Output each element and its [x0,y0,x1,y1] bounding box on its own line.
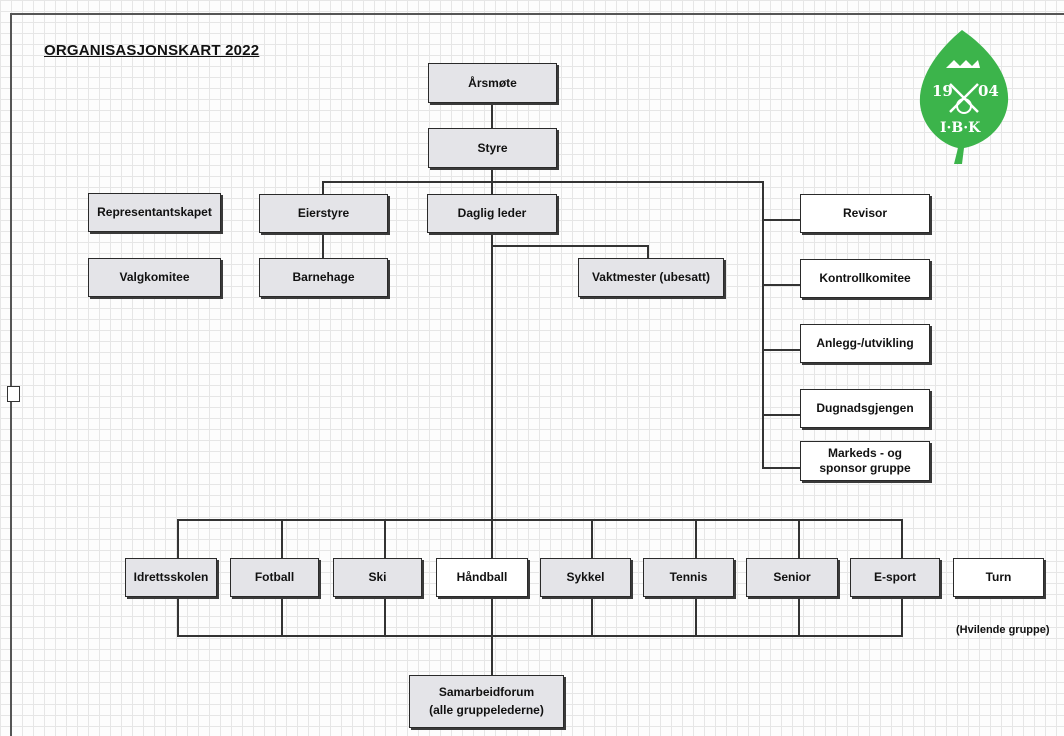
connector [762,414,800,416]
node-markeds-sponsor[interactable]: Markeds - og sponsor gruppe [800,441,930,481]
node-revisor[interactable]: Revisor [800,194,930,233]
node-kontrollkomitee[interactable]: Kontrollkomitee [800,259,930,298]
connector [647,245,649,258]
node-label-line2: sponsor gruppe [819,461,911,475]
group-label: Fotball [254,570,295,584]
group-e-sport[interactable]: E-sport [850,558,940,597]
logo-year-left: 19 [932,82,953,100]
connector [177,635,903,637]
group-label: Ski [368,570,387,584]
node-label: Barnehage [292,270,355,284]
node-valgkomitee[interactable]: Valgkomitee [88,258,221,297]
node-label: Styre [477,140,508,155]
group-label: E-sport [874,570,916,584]
node-representantskapet[interactable]: Representantskapet [88,193,221,232]
node-arsmote[interactable]: Årsmøte [428,63,557,103]
connector [762,349,800,351]
group-label: Sykkel [566,570,605,584]
connector [491,103,493,129]
group-fotball[interactable]: Fotball [230,558,319,597]
group-label: Tennis [669,570,708,584]
page-title: ORGANISASJONSKART 2022 [44,42,260,59]
logo-year-right: 04 [978,82,999,100]
connector [322,181,324,194]
group-turn[interactable]: Turn [953,558,1044,597]
group-idrettsskolen[interactable]: Idrettsskolen [125,558,217,597]
connector [762,467,800,469]
connector [322,181,764,183]
resize-handle[interactable] [7,386,20,402]
node-anlegg-utvikling[interactable]: Anlegg-/utvikling [800,324,930,363]
node-label: Årsmøte [468,75,517,90]
connector [322,232,324,258]
node-vaktmester[interactable]: Vaktmester (ubesatt) [578,258,724,297]
page-border-left [10,13,12,736]
node-label: Anlegg-/utvikling [816,336,914,350]
group-sykkel[interactable]: Sykkel [540,558,631,597]
node-styre[interactable]: Styre [428,128,557,168]
node-label: Revisor [842,206,888,220]
node-label: Kontrollkomitee [819,271,911,285]
node-barnehage[interactable]: Barnehage [259,258,388,297]
node-eierstyre[interactable]: Eierstyre [259,194,388,233]
turn-dormant-note: (Hvilende gruppe) [956,624,1050,636]
club-logo-leaf-icon: 19 04 I·B·K [919,30,1009,164]
group-label: Håndball [456,570,508,584]
group-label: Turn [985,570,1012,584]
node-label: Daglig leder [457,206,527,220]
group-label: Senior [773,570,811,584]
node-label-line2: (alle gruppelederne) [429,703,544,717]
connector [491,233,493,675]
node-daglig-leder[interactable]: Daglig leder [427,194,557,233]
group-tennis[interactable]: Tennis [643,558,734,597]
logo-initials: I·B·K [940,120,981,136]
connector [762,181,764,469]
node-label: Vaktmester (ubesatt) [591,270,711,284]
node-label: Valgkomitee [119,270,190,284]
node-label-line1: Markeds - og [827,446,902,460]
connector [177,519,903,521]
node-label-line1: Samarbeidforum [438,685,535,699]
node-label: Eierstyre [297,206,350,220]
node-samarbeidforum[interactable]: Samarbeidforum (alle gruppelederne) [409,675,564,728]
connector [491,245,649,247]
group-label: Idrettsskolen [133,570,209,584]
node-label: Representantskapet [97,205,212,219]
connector [762,219,800,221]
group-handball[interactable]: Håndball [436,558,528,597]
node-dugnadsgjengen[interactable]: Dugnadsgjengen [800,389,930,428]
group-ski[interactable]: Ski [333,558,422,597]
connector [762,284,800,286]
page-border-top [10,13,1064,15]
group-senior[interactable]: Senior [746,558,838,597]
node-label: Dugnadsgjengen [816,401,914,415]
